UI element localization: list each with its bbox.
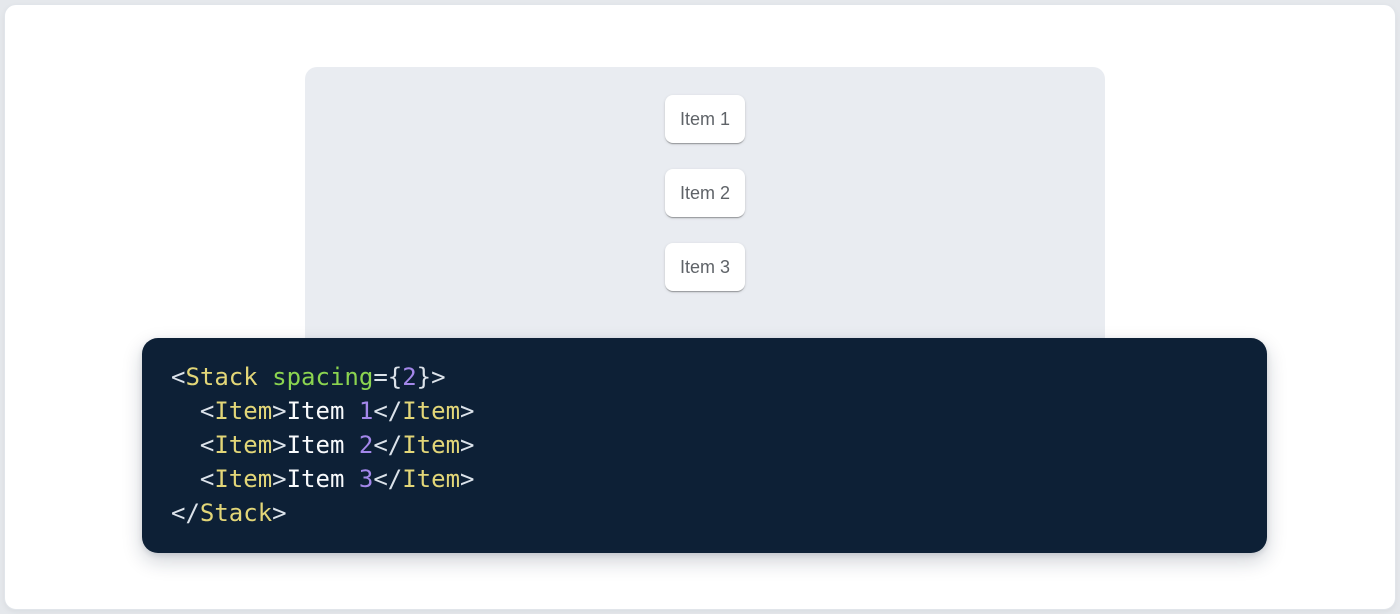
stack-item: Item 2 <box>665 169 745 217</box>
code-line: </Stack> <box>171 499 287 527</box>
page-card: Item 1 Item 2 Item 3 <Stack spacing={2}> <… <box>4 4 1396 610</box>
code-block: <Stack spacing={2}> <Item>Item 1</Item> … <box>142 338 1267 553</box>
code-line: <Item>Item 3</Item> <box>199 465 475 493</box>
stack-item: Item 1 <box>665 95 745 143</box>
code-content: <Stack spacing={2}> <Item>Item 1</Item> … <box>171 360 1238 530</box>
code-line: <Item>Item 2</Item> <box>199 431 475 459</box>
code-line: <Stack spacing={2}> <box>171 363 446 391</box>
stack-item: Item 3 <box>665 243 745 291</box>
code-line: <Item>Item 1</Item> <box>199 397 475 425</box>
demo-panel: Item 1 Item 2 Item 3 <box>305 67 1105 352</box>
